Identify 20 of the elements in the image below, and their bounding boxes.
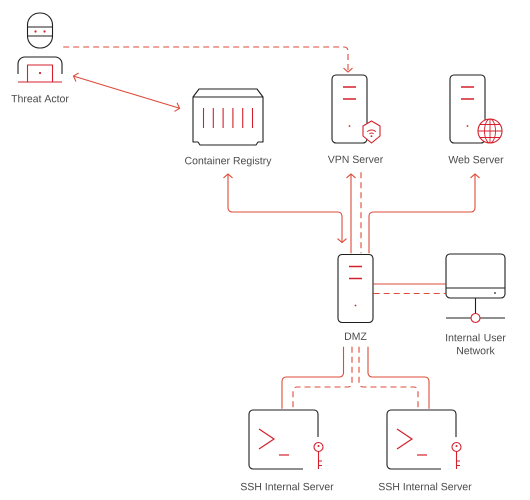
node-label: DMZ	[345, 332, 367, 340]
node-label: Threat Actor	[11, 94, 69, 102]
node-label: SSH Internal Server	[240, 482, 334, 490]
node-label: Web Server	[448, 156, 504, 164]
connector-line	[281, 346, 344, 409]
arrow	[368, 173, 480, 254]
node-label: VPN Server	[328, 156, 384, 164]
node-label: Container Registry	[185, 156, 272, 166]
dashed-line	[374, 292, 446, 294]
dashed-line	[358, 346, 419, 409]
connector-line	[374, 283, 446, 285]
node-label: Internal User Network	[446, 334, 506, 354]
arrow	[72, 72, 180, 112]
arrow	[346, 173, 356, 254]
dashed-line	[360, 172, 362, 254]
connector-line	[367, 346, 430, 409]
node-label: SSH Internal Server	[378, 482, 472, 490]
dashed-line	[292, 346, 353, 409]
arrow	[223, 173, 347, 244]
dashed-arrow	[63, 46, 353, 73]
